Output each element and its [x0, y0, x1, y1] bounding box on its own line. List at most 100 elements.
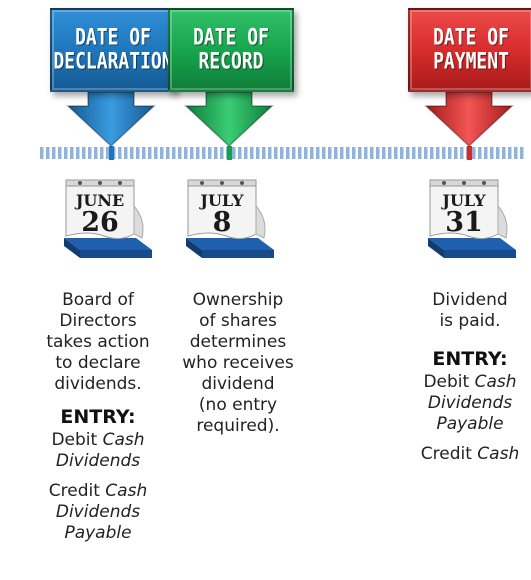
- record-description: Ownership of shares determines who recei…: [170, 290, 306, 437]
- timeline-marker: [227, 146, 232, 160]
- timeline-tick: [430, 147, 434, 159]
- timeline-tick: [220, 147, 224, 159]
- calendar-month: JUNE: [75, 191, 125, 210]
- timeline-tick: [328, 147, 332, 159]
- timeline-tick: [232, 147, 236, 159]
- credit-account: Dividends: [55, 502, 141, 522]
- declaration-description: Board of Directors takes action to decla…: [36, 290, 160, 544]
- timeline-tick: [286, 147, 290, 159]
- timeline-tick: [166, 147, 170, 159]
- timeline-tick: [442, 147, 446, 159]
- timeline-tick: [364, 147, 368, 159]
- timeline-tick: [478, 147, 482, 159]
- debit-account: Dividends: [55, 451, 141, 471]
- declaration-sign-box: DATE OF DECLARATION: [50, 8, 176, 92]
- timeline-tick: [190, 147, 194, 159]
- timeline-tick: [88, 147, 92, 159]
- timeline-tick: [202, 147, 206, 159]
- debit-line: Debit Cash: [36, 430, 160, 451]
- timeline-marker: [109, 146, 114, 160]
- timeline-tick: [40, 147, 44, 159]
- debit-account: Cash: [474, 372, 517, 392]
- description-line: dividends.: [54, 374, 142, 394]
- debit-account: Cash: [102, 430, 145, 450]
- timeline: [40, 146, 524, 160]
- record-sign-line1: DATE OF: [193, 24, 269, 51]
- timeline-tick: [238, 147, 242, 159]
- timeline-tick: [346, 147, 350, 159]
- timeline-tick: [424, 147, 428, 159]
- timeline-tick: [100, 147, 104, 159]
- debit-account: Payable: [436, 414, 504, 434]
- timeline-tick: [316, 147, 320, 159]
- timeline-tick: [214, 147, 218, 159]
- timeline-tick: [94, 147, 98, 159]
- timeline-tick: [400, 147, 404, 159]
- entry-title: ENTRY:: [60, 406, 136, 428]
- timeline-tick: [376, 147, 380, 159]
- payment-arrow-icon: [424, 92, 514, 148]
- calendar-month: JULY: [200, 191, 244, 210]
- declaration-arrow-icon: [66, 92, 156, 148]
- payment-sign-line1: DATE OF: [433, 24, 509, 51]
- credit-account: Payable: [64, 523, 132, 543]
- timeline-tick: [52, 147, 56, 159]
- timeline-tick: [310, 147, 314, 159]
- timeline-tick: [334, 147, 338, 159]
- timeline-tick: [268, 147, 272, 159]
- timeline-tick: [460, 147, 464, 159]
- calendar-payment: JULY 31: [424, 176, 520, 264]
- timeline-tick: [58, 147, 62, 159]
- credit-account: Cash: [477, 444, 520, 464]
- description-line: is paid.: [439, 311, 501, 331]
- declaration-sign: DATE OF DECLARATION: [50, 8, 176, 148]
- timeline-tick: [124, 147, 128, 159]
- record-arrow-icon: [184, 92, 274, 148]
- credit-word: Credit: [48, 481, 100, 501]
- timeline-tick: [340, 147, 344, 159]
- description-line: to declare: [55, 353, 141, 373]
- declaration-sign-line1: DATE OF: [75, 24, 151, 51]
- payment-description: Dividend is paid. ENTRY: Debit Cash Divi…: [410, 290, 530, 465]
- credit-account: Cash: [105, 481, 148, 501]
- timeline-tick: [490, 147, 494, 159]
- timeline-tick: [322, 147, 326, 159]
- timeline-tick: [514, 147, 518, 159]
- payment-sign-line2: PAYMENT: [433, 48, 509, 75]
- timeline-tick: [106, 147, 110, 159]
- payment-sign: DATE OF PAYMENT: [408, 8, 531, 148]
- timeline-tick: [454, 147, 458, 159]
- calendar-icon: [186, 179, 274, 258]
- timeline-tick: [262, 147, 266, 159]
- credit-line: Credit Cash: [36, 481, 160, 502]
- description-line: determines: [189, 332, 287, 352]
- timeline-tick: [496, 147, 500, 159]
- timeline-tick: [70, 147, 74, 159]
- timeline-tick: [208, 147, 212, 159]
- timeline-tick: [436, 147, 440, 159]
- calendar-record: JULY 8: [182, 176, 278, 264]
- description-line: (no entry: [198, 395, 278, 415]
- timeline-tick: [196, 147, 200, 159]
- timeline-tick: [82, 147, 86, 159]
- description-line: who receives: [182, 353, 294, 373]
- timeline-tick: [406, 147, 410, 159]
- debit-line: Debit Cash: [410, 372, 530, 393]
- timeline-tick: [448, 147, 452, 159]
- timeline-tick: [64, 147, 68, 159]
- calendar-month: JULY: [442, 191, 486, 210]
- calendar-declaration: JUNE 26: [60, 176, 156, 264]
- description-line: takes action: [46, 332, 150, 352]
- calendar-day: 26: [81, 207, 119, 238]
- timeline-tick: [412, 147, 416, 159]
- timeline-tick: [244, 147, 248, 159]
- timeline-tick: [370, 147, 374, 159]
- timeline-marker: [467, 146, 472, 160]
- calendar-day: 8: [212, 207, 232, 238]
- timeline-tick: [292, 147, 296, 159]
- timeline-tick: [184, 147, 188, 159]
- timeline-tick: [136, 147, 140, 159]
- timeline-tick: [178, 147, 182, 159]
- debit-word: Debit: [423, 372, 470, 392]
- timeline-tick: [46, 147, 50, 159]
